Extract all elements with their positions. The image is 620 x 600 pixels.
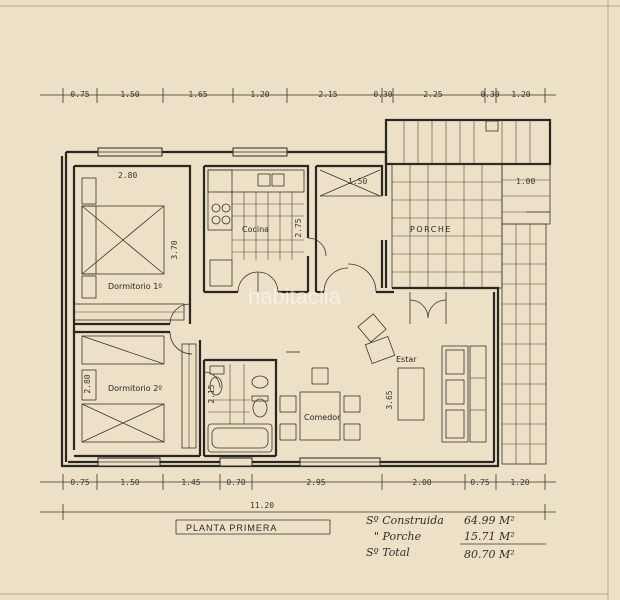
top-dim-9: 1.20 [511,90,530,99]
top-dim-2: 1.50 [120,90,139,99]
door-swings [169,237,447,389]
top-windows [97,147,288,157]
label-comedor: Comedor [304,413,341,422]
top-dim-1: 0.75 [70,90,89,99]
bottom-dim-1: 0.75 [70,478,89,487]
label-cocina: Cocina [242,225,269,234]
top-dim-7: 2.25 [423,90,442,99]
bottom-dim-5: 2.95 [306,478,325,487]
bathroom-fixtures [207,364,273,453]
dim-bath-height: 2.15 [207,384,216,403]
top-dim-5: 2.15 [318,90,337,99]
bottom-dim-4: 0.70 [226,478,245,487]
top-dimension-chain [40,88,556,103]
label-dormitorio-1: Dormitorio 1º [108,282,162,291]
total-width: 11.20 [250,501,274,510]
bottom-dimension-chain [40,474,556,520]
area-constructed-label: Sº Construida [366,514,444,527]
watermark: habitaclia [248,284,342,309]
bed-dormitorio-1 [73,177,185,321]
area-total-value: 80.70 M² [464,548,515,561]
area-total-label: Sº Total [366,546,410,559]
dim-dormitorio-1-height: 3.70 [170,240,179,259]
dining-set [279,367,361,441]
bottom-dim-6: 2.00 [412,478,431,487]
bottom-dim-3: 1.45 [181,478,200,487]
label-dormitorio-2: Dormitorio 2º [108,384,162,393]
exterior-walls [60,150,500,468]
kitchen-fixtures [207,169,305,287]
dim-cocina-height: 2.75 [294,218,303,237]
dim-estar-height: 3.65 [385,390,394,409]
area-constructed-value: 64.99 M² [464,514,515,527]
bottom-dim-7: 0.75 [470,478,489,487]
bottom-dim-8: 1.20 [510,478,529,487]
hall-closet [319,169,382,197]
dim-dormitorio-2-height: 2.80 [83,374,92,393]
bottom-dim-2: 1.50 [120,478,139,487]
top-dim-3: 1.65 [188,90,207,99]
dim-dormitorio-1-width: 2.80 [118,171,137,180]
dim-hall-width: 1.50 [348,177,367,186]
top-dim-8: 0.30 [480,90,499,99]
area-porch-value: 15.71 M² [464,530,515,543]
label-porche: PORCHE [410,225,452,234]
top-dim-6: 0.30 [373,90,392,99]
top-dim-4: 1.20 [250,90,269,99]
interior-walls [72,164,394,458]
bed-dormitorio-2 [81,335,197,449]
bottom-windows [97,457,381,467]
living-furniture [357,313,487,443]
dim-porch-right: 1.00 [516,177,535,186]
label-estar: Estar [396,355,417,364]
title-block [175,519,331,535]
porch-floor-grid [384,118,552,465]
plan-title: PLANTA PRIMERA [186,523,277,533]
area-porch-label: " Porche [374,530,422,543]
